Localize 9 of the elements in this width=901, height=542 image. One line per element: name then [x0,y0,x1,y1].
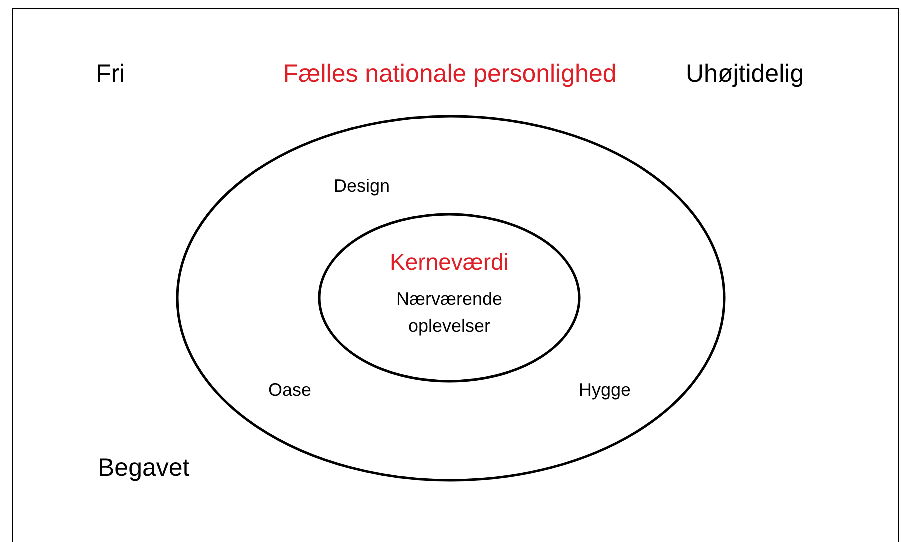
label: Fri [96,60,126,88]
core-text: Nærværende oplevelser [395,288,504,338]
core-heading: Kerneværdi [390,248,509,277]
label: Begavet [98,454,190,482]
ellipse-label: Design [334,175,390,198]
ellipse-label: Oase [268,379,312,402]
ellipse-label: Hygge [578,379,632,402]
title: Fælles nationale personlighed [283,59,617,90]
label: Uhøjtidelig [686,60,804,88]
